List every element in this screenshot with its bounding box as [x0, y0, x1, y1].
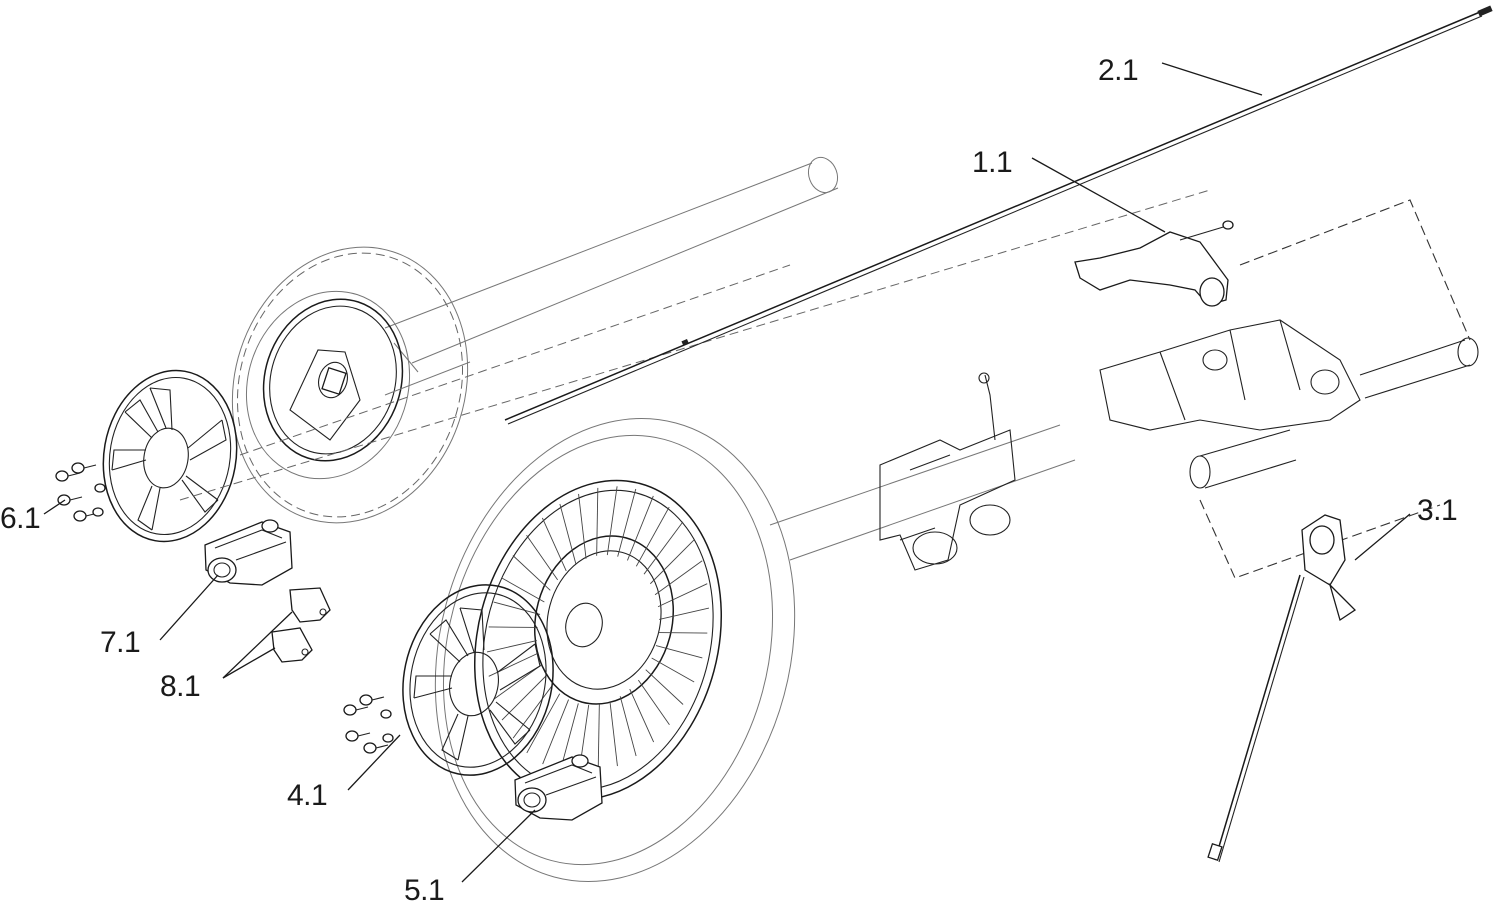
- rear-rotor-bolts: [55, 462, 106, 522]
- front-wheel-spokes: [486, 486, 710, 774]
- callout-8-1: 8.1: [160, 670, 200, 703]
- spoke: [635, 506, 670, 567]
- spoke: [541, 517, 567, 572]
- spoke: [597, 704, 600, 773]
- spoke: [609, 701, 618, 767]
- spoke: [606, 486, 618, 556]
- spoke: [526, 693, 561, 754]
- frame-junction: [879, 372, 1016, 571]
- rear-brake-caliper: [204, 519, 293, 586]
- brake-lever: [1074, 220, 1234, 307]
- spoke: [501, 577, 545, 603]
- spoke: [619, 696, 637, 757]
- spoke: [486, 640, 537, 653]
- callout-3-1: 3.1: [1417, 494, 1457, 527]
- spoke: [643, 521, 684, 575]
- callout-5-1: 5.1: [404, 874, 444, 907]
- spoke: [627, 495, 654, 561]
- spoke: [559, 703, 579, 772]
- spoke: [501, 675, 546, 721]
- spoke: [526, 535, 559, 581]
- spoke: [659, 607, 710, 620]
- upper-tube-ghost: [384, 156, 839, 373]
- spoke: [617, 488, 637, 557]
- spoke: [645, 669, 684, 705]
- callout-1-1: 1.1: [972, 146, 1012, 179]
- brake-pads: [271, 587, 331, 663]
- callout-2-1: 2.1: [1098, 54, 1138, 87]
- front-brake-caliper: [514, 754, 603, 821]
- spoke: [578, 493, 587, 559]
- spoke: [657, 583, 708, 608]
- callout-6-1: 6.1: [0, 502, 40, 535]
- leader-lines: [43, 62, 1411, 883]
- lower-dash-outline: [1199, 499, 1441, 579]
- front-brake-rotor: [402, 584, 554, 776]
- spoke: [493, 664, 542, 700]
- fork-dash-outline: [1239, 199, 1471, 341]
- brake-cable: [504, 5, 1493, 425]
- callout-4-1: 4.1: [287, 779, 327, 812]
- front-rotor-bolts: [343, 694, 394, 754]
- spoke: [650, 539, 695, 585]
- spoke: [651, 657, 695, 683]
- spoke: [542, 699, 569, 765]
- callout-7-1: 7.1: [100, 626, 140, 659]
- front-wheel: [434, 418, 796, 882]
- spoke: [629, 688, 655, 743]
- spoke: [512, 555, 551, 591]
- spoke: [493, 601, 541, 615]
- spoke: [654, 560, 703, 596]
- rear-brake-rotor: [102, 369, 238, 543]
- front-fork-assembly: [1099, 319, 1479, 489]
- spoke: [655, 645, 703, 659]
- spoke: [488, 652, 539, 677]
- spoke: [596, 487, 599, 556]
- kickstand: [1207, 514, 1357, 863]
- spoke: [559, 503, 577, 564]
- rear-wheel-ghost: [231, 246, 469, 524]
- spoke: [512, 685, 553, 739]
- spoke: [637, 679, 670, 725]
